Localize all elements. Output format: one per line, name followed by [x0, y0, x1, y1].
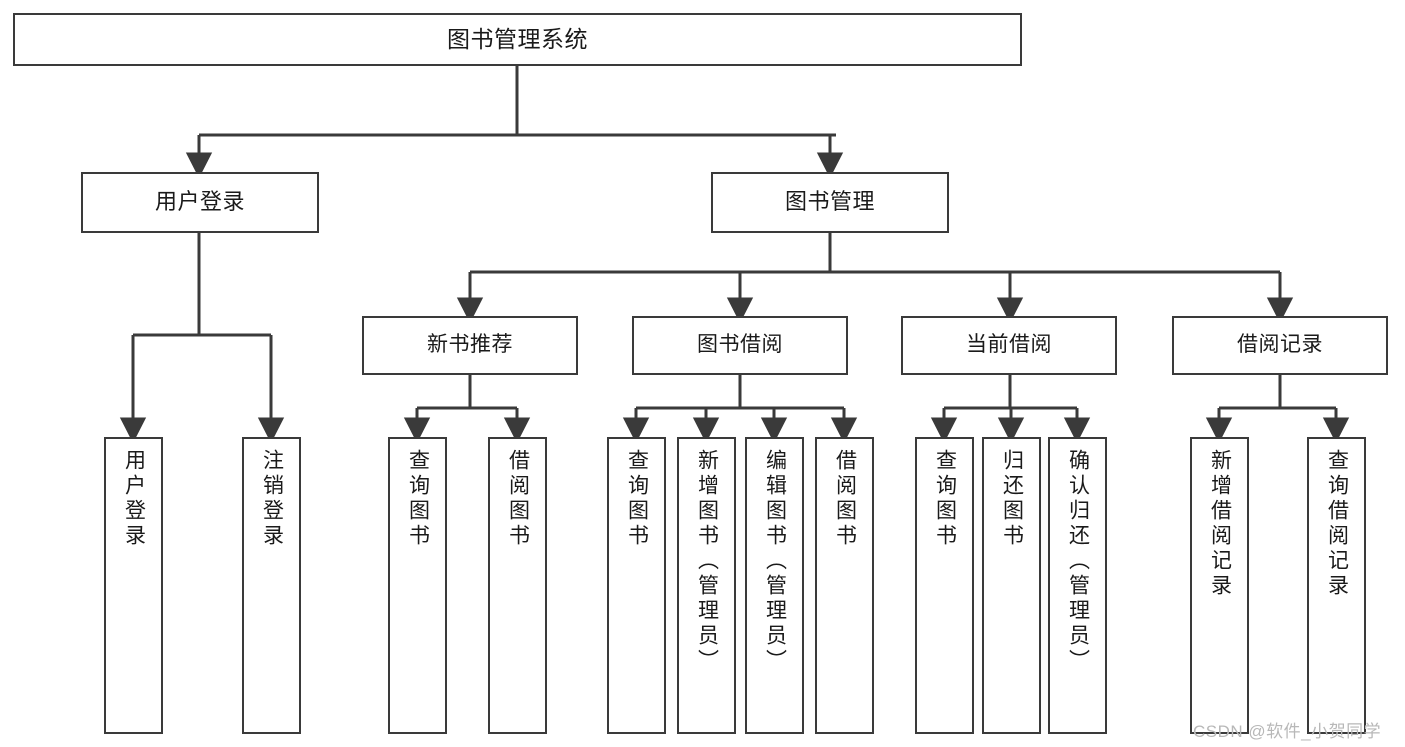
node-book-management[interactable]: 图书管理: [711, 172, 949, 233]
node-leaf-current-borrow-query[interactable]: 查询图书: [915, 437, 974, 734]
node-leaf-book-borrow-borrow[interactable]: 借阅图书: [815, 437, 874, 734]
node-leaf-borrow-record-add[interactable]: 新增借阅记录: [1190, 437, 1249, 734]
node-leaf-borrow-record-add-label: 新增借阅记录: [1208, 449, 1232, 599]
node-leaf-book-borrow-edit-label: 编辑图书（管理员）: [763, 449, 787, 674]
node-borrow-record[interactable]: 借阅记录: [1172, 316, 1388, 375]
node-new-book-recommend-label: 新书推荐: [427, 333, 513, 357]
node-leaf-new-book-borrow-label: 借阅图书: [506, 449, 530, 549]
node-new-book-recommend[interactable]: 新书推荐: [362, 316, 578, 375]
node-leaf-borrow-record-query[interactable]: 查询借阅记录: [1307, 437, 1366, 734]
node-leaf-book-borrow-add[interactable]: 新增图书（管理员）: [677, 437, 736, 734]
node-user-login[interactable]: 用户登录: [81, 172, 319, 233]
node-book-management-label: 图书管理: [784, 189, 875, 215]
node-leaf-user-login-logout[interactable]: 注销登录: [242, 437, 301, 734]
node-leaf-new-book-query-label: 查询图书: [406, 449, 430, 549]
node-leaf-book-borrow-borrow-label: 借阅图书: [833, 449, 857, 549]
node-leaf-new-book-borrow[interactable]: 借阅图书: [488, 437, 547, 734]
node-book-borrow-label: 图书借阅: [697, 333, 783, 357]
node-leaf-current-borrow-confirm-return[interactable]: 确认归还（管理员）: [1048, 437, 1107, 734]
node-leaf-user-login-login-label: 用户登录: [122, 449, 146, 549]
csdn-watermark: CSDN @软件_小贺同学: [1193, 722, 1382, 741]
node-current-borrow[interactable]: 当前借阅: [901, 316, 1117, 375]
node-user-login-label: 用户登录: [154, 189, 245, 215]
node-leaf-current-borrow-query-label: 查询图书: [933, 449, 957, 549]
node-leaf-current-borrow-confirm-return-label: 确认归还（管理员）: [1066, 449, 1090, 674]
node-leaf-user-login-login[interactable]: 用户登录: [104, 437, 163, 734]
node-book-borrow[interactable]: 图书借阅: [632, 316, 848, 375]
node-leaf-new-book-query[interactable]: 查询图书: [388, 437, 447, 734]
node-leaf-current-borrow-return-label: 归还图书: [1000, 449, 1024, 549]
node-leaf-book-borrow-query-label: 查询图书: [625, 449, 649, 549]
node-leaf-book-borrow-edit[interactable]: 编辑图书（管理员）: [745, 437, 804, 734]
node-borrow-record-label: 借阅记录: [1237, 333, 1323, 357]
node-leaf-current-borrow-return[interactable]: 归还图书: [982, 437, 1041, 734]
node-root-system-label: 图书管理系统: [447, 25, 588, 52]
node-current-borrow-label: 当前借阅: [966, 333, 1052, 357]
node-root-system[interactable]: 图书管理系统: [13, 13, 1022, 66]
node-leaf-book-borrow-add-label: 新增图书（管理员）: [695, 449, 719, 674]
node-leaf-borrow-record-query-label: 查询借阅记录: [1325, 449, 1349, 599]
node-leaf-user-login-logout-label: 注销登录: [260, 449, 284, 549]
node-leaf-book-borrow-query[interactable]: 查询图书: [607, 437, 666, 734]
